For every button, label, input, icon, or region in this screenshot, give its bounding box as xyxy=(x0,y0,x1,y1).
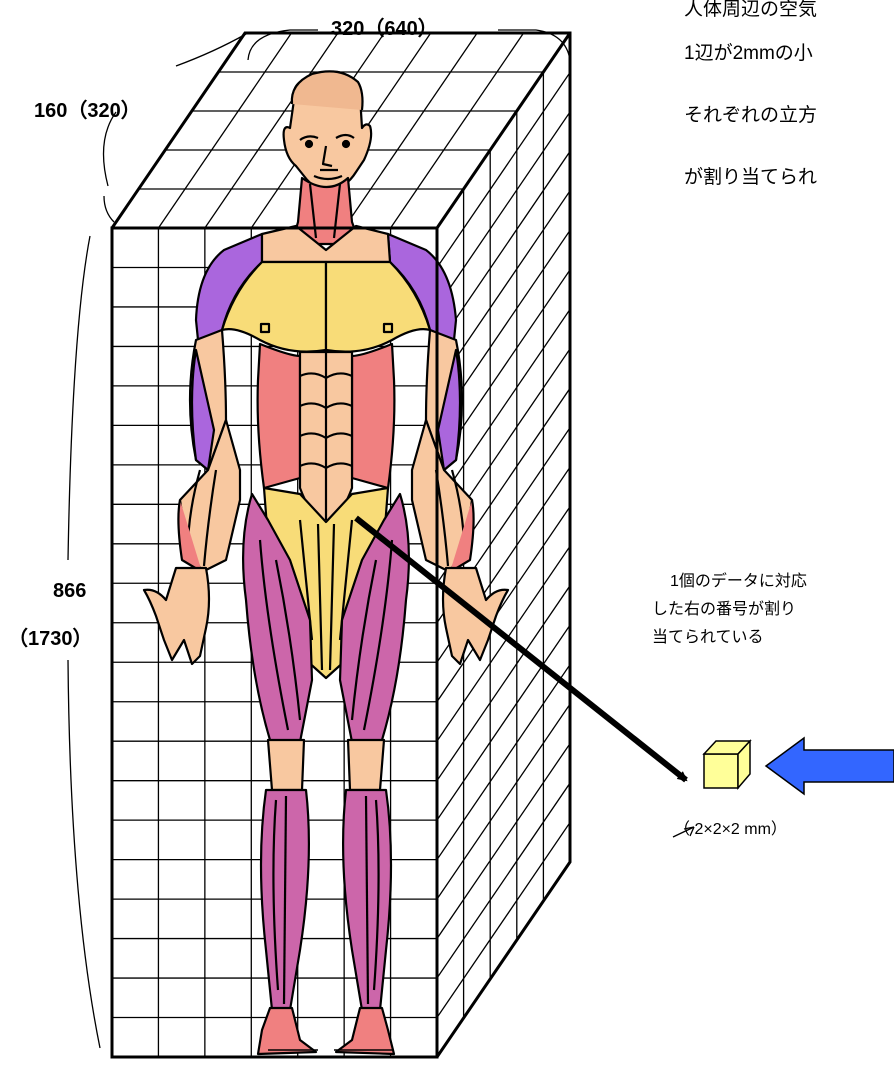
voxel-note-line-3: 当てられている xyxy=(652,624,764,652)
voxel-cube xyxy=(704,741,750,788)
description-line-3: それぞれの立方 xyxy=(684,98,817,134)
voxel-note-line-2: した右の番号が割り xyxy=(652,596,796,624)
description-line-4: が割り当てられ xyxy=(684,160,817,196)
abdominal-muscles xyxy=(300,352,352,522)
description-line-1: 人体周辺の空気 xyxy=(684,0,817,28)
width-dimension-label: 320（640） xyxy=(331,12,438,41)
depth-dimension-label: 160（320） xyxy=(34,94,141,123)
height-dimension-label: 866 xyxy=(53,580,86,603)
voxel-note-line-1: 1個のデータに対応 xyxy=(670,568,807,596)
blue-arrow xyxy=(766,738,894,794)
left-oblique xyxy=(258,344,300,488)
right-oblique xyxy=(352,344,394,488)
voxel-size-label: （ 2×2×2 mm） xyxy=(674,816,787,844)
description-line-2: 1辺が2mmの小 xyxy=(684,36,813,72)
height-alt-dimension-label: （1730） xyxy=(8,622,93,651)
